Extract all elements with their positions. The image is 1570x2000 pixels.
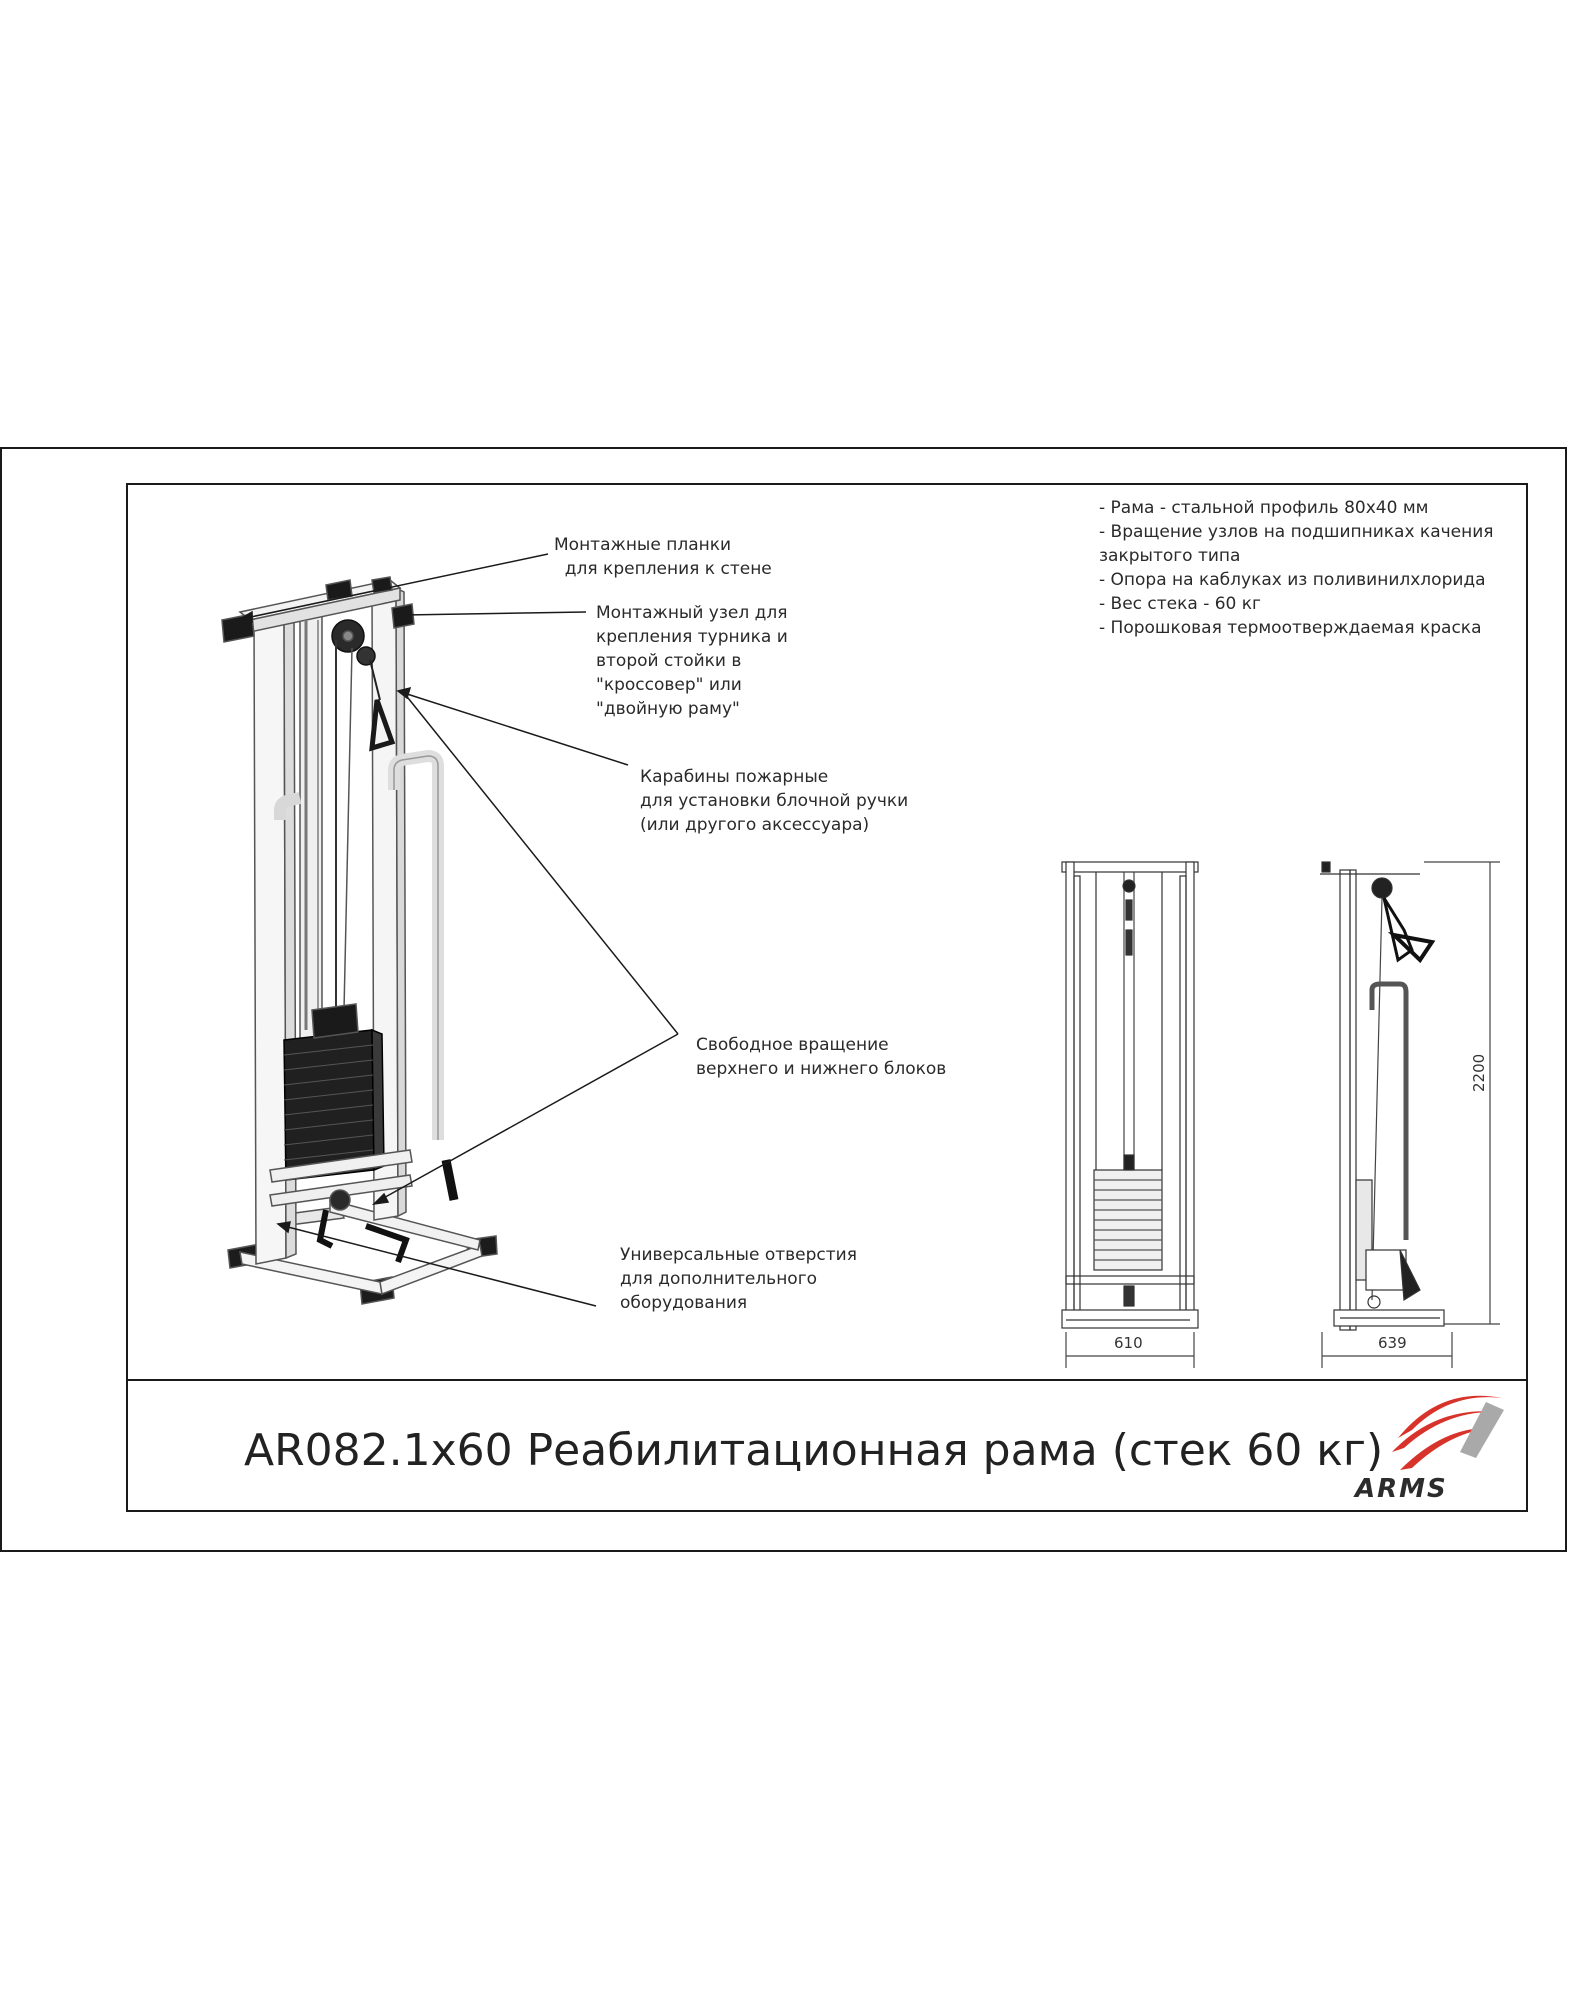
spec-line: - Порошковая термоотверждаемая краска <box>1099 618 1482 638</box>
dimension-front-width: 610 <box>1114 1334 1143 1352</box>
front-view <box>1061 861 1199 1368</box>
dimension-side-depth: 639 <box>1378 1334 1407 1352</box>
logo-swoosh <box>1392 1395 1504 1470</box>
leader-lines <box>238 553 679 1307</box>
dimension-height: 2200 <box>1470 1053 1488 1092</box>
weight-stack <box>283 1003 385 1181</box>
specs-list: - Рама - стальной профиль 80x40 мм - Вра… <box>1099 496 1494 640</box>
callout-mounting-strips: Монтажные планки для крепления к стене <box>554 535 772 579</box>
title-divider <box>126 1379 1528 1381</box>
spec-line: закрытого типа <box>1099 546 1241 566</box>
spec-line: - Вес стека - 60 кг <box>1099 594 1261 614</box>
spec-line: - Вращение узлов на подшипниках качения <box>1099 522 1494 542</box>
callout-carabiners: Карабины пожарные для установки блочной … <box>640 767 909 835</box>
drawing-frame <box>126 483 1528 1512</box>
side-view <box>1320 861 1500 1368</box>
spec-line: - Рама - стальной профиль 80x40 мм <box>1099 498 1429 518</box>
callout-mounting-node: Монтажный узел для крепления турника и в… <box>596 603 788 719</box>
callout-universal-holes: Универсальные отверстия для дополнительн… <box>620 1245 857 1313</box>
logo-text: ARMS <box>1355 1474 1448 1504</box>
callout-free-rotation: Свободное вращение верхнего и нижнего бл… <box>696 1035 947 1079</box>
page-title: AR082.1x60 Реабилитационная рама (стек 6… <box>244 1425 1384 1476</box>
sheet-border <box>0 447 1567 1552</box>
spec-line: - Опора на каблуках из поливинилхлорида <box>1099 570 1486 590</box>
machine-isometric <box>221 576 498 1305</box>
